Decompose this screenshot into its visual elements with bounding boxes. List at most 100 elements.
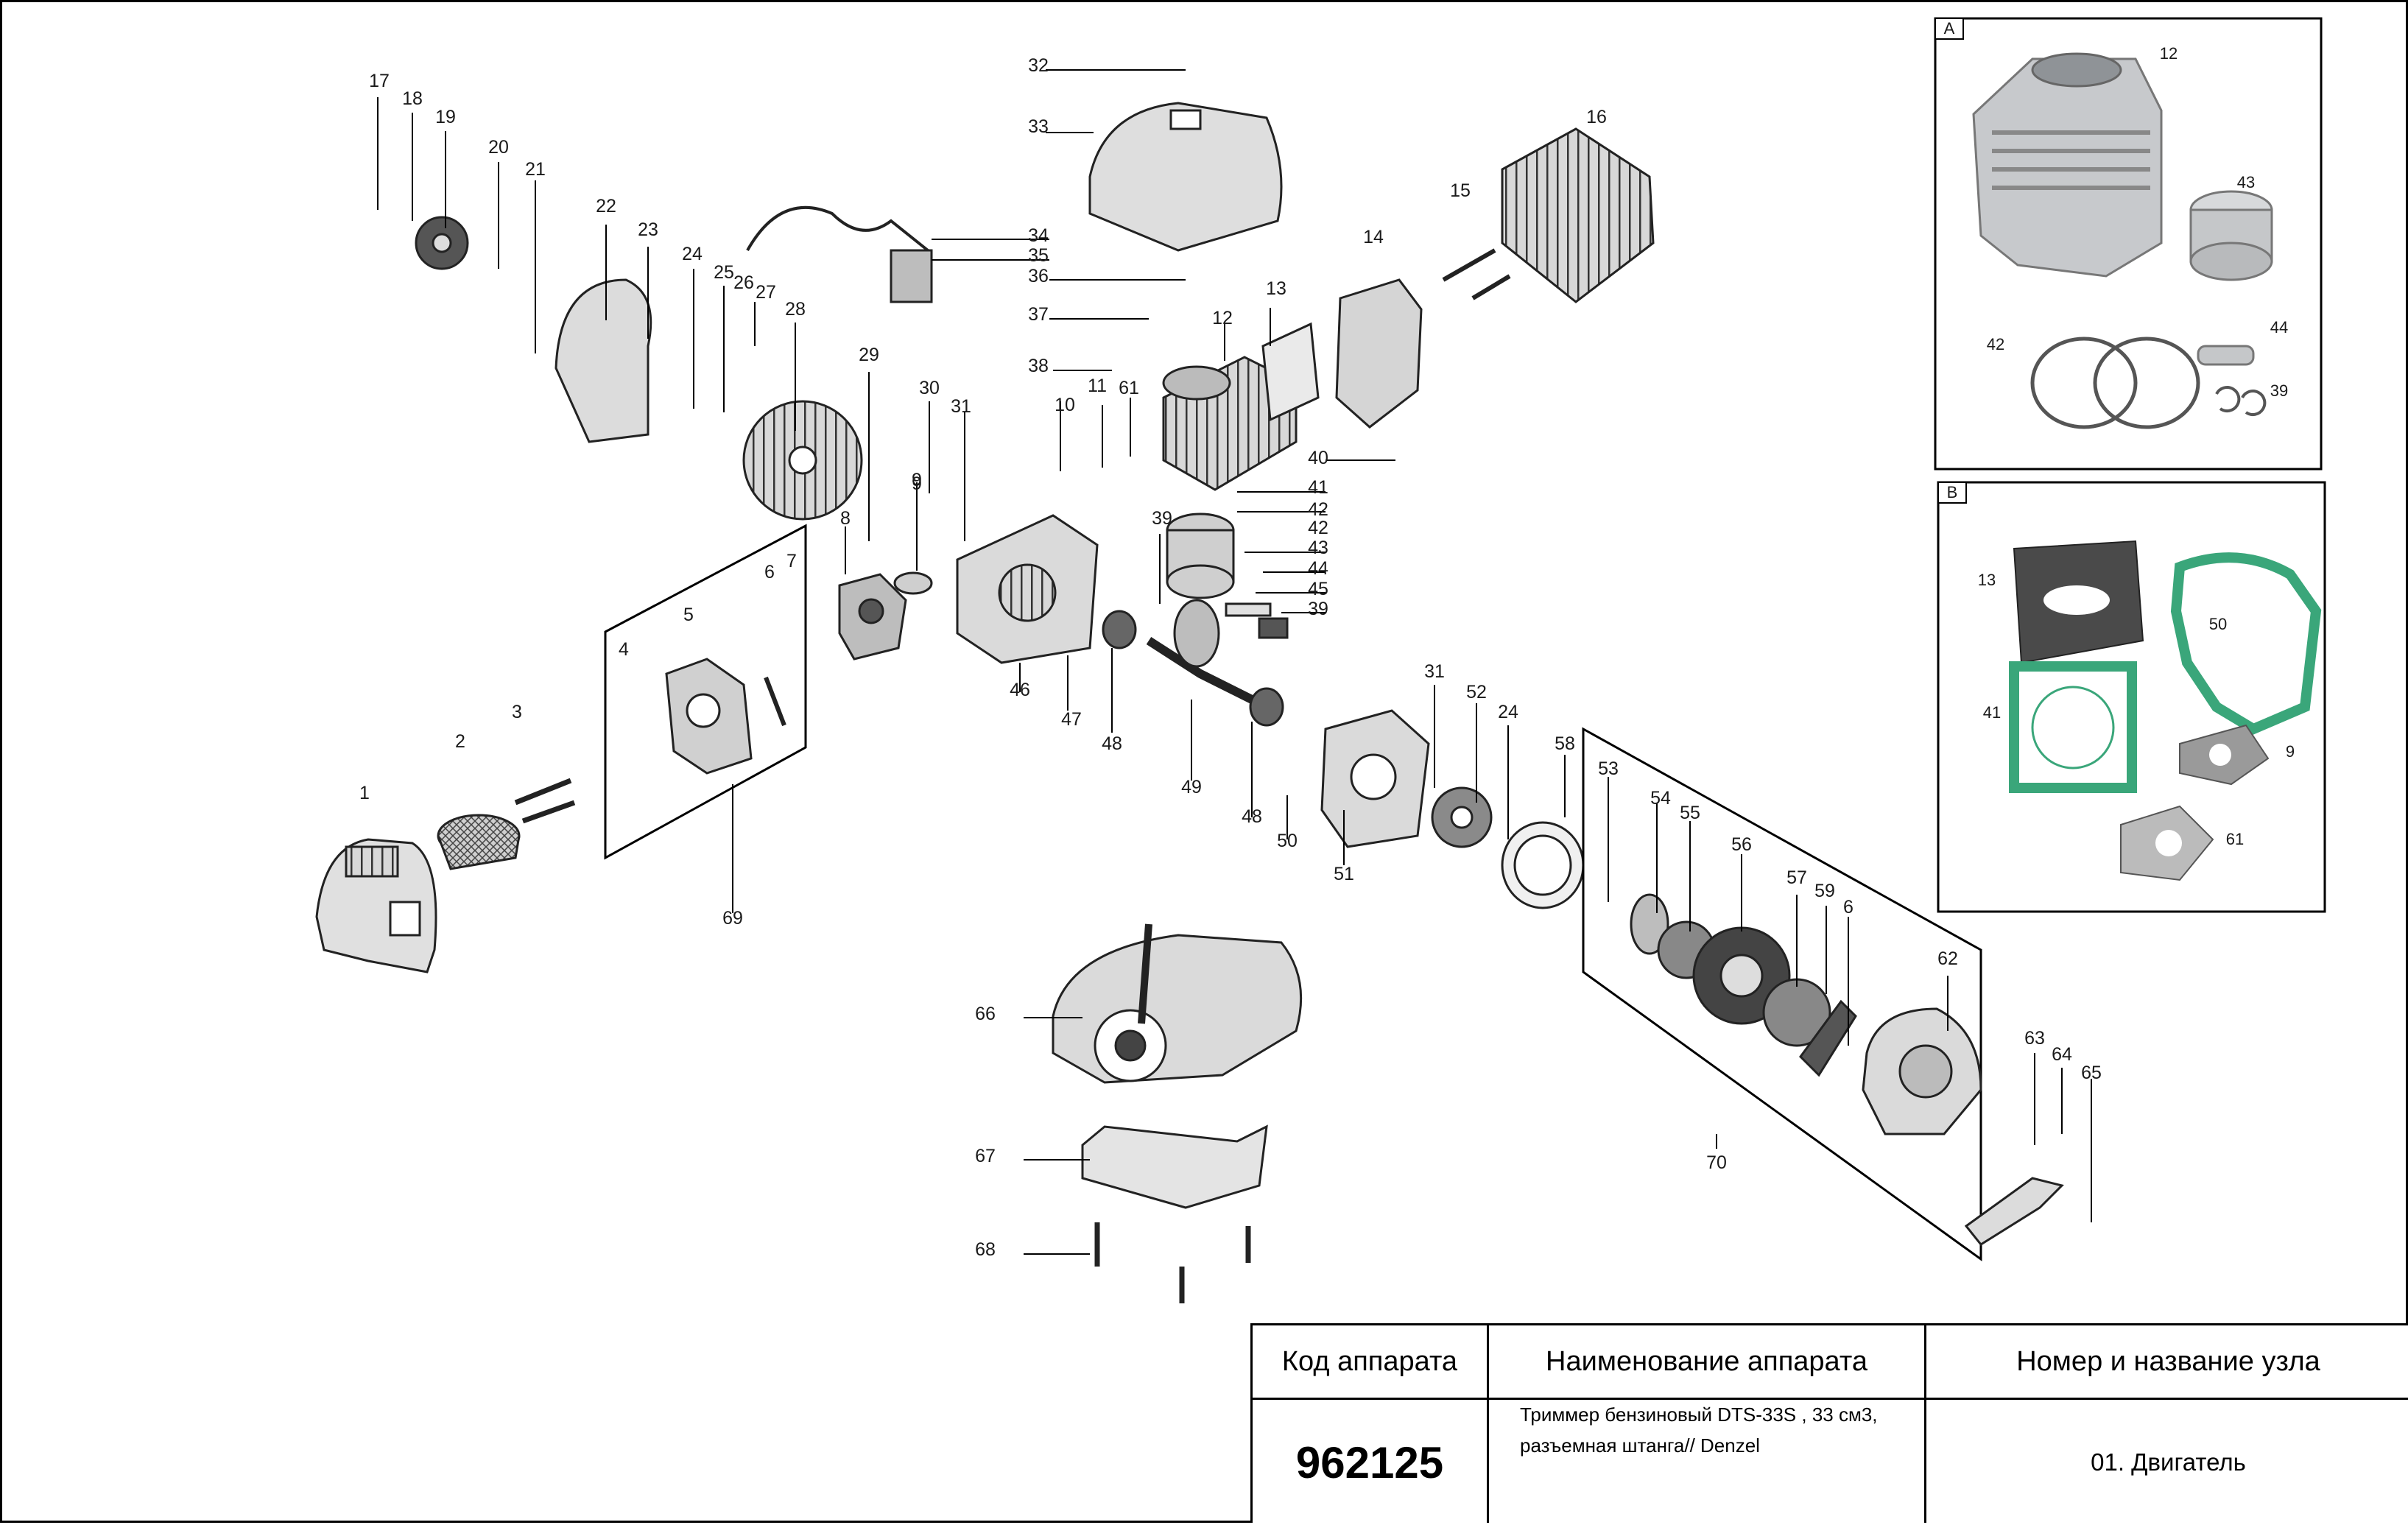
device-code-header: Код аппарата <box>1281 1345 1458 1377</box>
inset-b-gasket-50 <box>2170 552 2322 735</box>
inset-a-label-42: 42 <box>1987 335 2004 353</box>
part-label-15: 15 <box>1450 180 1471 201</box>
part-label-43: 43 <box>1308 538 1328 558</box>
part-label-24: 24 <box>682 244 703 264</box>
part-label-46: 46 <box>1010 680 1030 700</box>
part-label-37: 37 <box>1028 304 1049 325</box>
inset-a <box>1934 17 2323 471</box>
part-label-38: 38 <box>1028 356 1049 376</box>
node-header: Номер и название узла <box>2016 1345 2320 1377</box>
inset-a-label-43: 43 <box>2237 173 2255 191</box>
part-label-29: 29 <box>859 345 879 365</box>
part-label-3: 3 <box>512 702 522 722</box>
part-label-45: 45 <box>1308 579 1328 599</box>
part-label-48-repeat: 48 <box>1242 806 1262 827</box>
inset-a-tag: A <box>1944 19 1955 38</box>
inset-b-label-50: 50 <box>2209 615 2227 633</box>
part-label-8: 8 <box>840 508 851 529</box>
part-label-40: 40 <box>1308 448 1328 468</box>
part-label-42-repeat: 42 <box>1308 518 1328 538</box>
part-label-44: 44 <box>1308 558 1328 579</box>
part-label-35: 35 <box>1028 245 1049 266</box>
part-label-56: 56 <box>1731 834 1752 855</box>
title-block: Код аппарата Наименование аппарата Номер… <box>1250 1323 2408 1523</box>
part-label-16: 16 <box>1586 107 1607 127</box>
part-label-39: 39 <box>1152 508 1172 529</box>
part-label-58: 58 <box>1555 733 1575 754</box>
inset-a-label-39: 39 <box>2270 381 2288 400</box>
device-name: Триммер бензиновый DTS-33S , 33 см3, раз… <box>1489 1400 1924 1525</box>
part-label-18: 18 <box>402 88 423 109</box>
inset-b-label-41: 41 <box>1983 703 2001 722</box>
inset-b-label-13: 13 <box>1978 571 1996 589</box>
part-label-51: 51 <box>1334 864 1354 884</box>
node-name: 01. Двигатель <box>2091 1448 2246 1476</box>
inset-b-label-61: 61 <box>2226 830 2244 848</box>
device-name-line2: разъемная штанга// Denzel <box>1520 1434 1760 1457</box>
part-label-1: 1 <box>359 783 370 803</box>
part-label-31: 31 <box>951 396 971 417</box>
device-name-header: Наименование аппарата <box>1546 1345 1867 1377</box>
part-label-63: 63 <box>2024 1028 2045 1049</box>
device-code: 962125 <box>1295 1437 1444 1487</box>
part-label-41: 41 <box>1308 477 1328 498</box>
inset-b-label-9: 9 <box>2286 742 2295 761</box>
part-label-59: 59 <box>1814 881 1835 901</box>
part-label-39-repeat: 39 <box>1308 599 1328 619</box>
part-label-25: 25 <box>714 262 734 283</box>
part-label-10: 10 <box>1055 395 1075 415</box>
part-label-17: 17 <box>369 71 390 91</box>
part-label-12: 12 <box>1212 308 1233 328</box>
part-label-28: 28 <box>785 299 806 320</box>
part-label-31-repeat: 31 <box>1424 661 1445 682</box>
part-label-32: 32 <box>1028 55 1049 76</box>
part-label-26: 26 <box>733 272 754 293</box>
part-label-64: 64 <box>2052 1044 2072 1065</box>
part-label-54: 54 <box>1650 788 1671 809</box>
part-label-69: 69 <box>722 908 743 929</box>
part-label-27: 27 <box>756 282 776 303</box>
part-label-53: 53 <box>1598 758 1619 779</box>
part-label-11: 11 <box>1088 376 1107 396</box>
part-label-36: 36 <box>1028 266 1049 286</box>
part-label-23: 23 <box>638 219 658 240</box>
part-label-22: 22 <box>596 196 616 216</box>
part-label-66: 66 <box>975 1004 996 1024</box>
part-label-61: 61 <box>1119 378 1139 398</box>
part-label-47: 47 <box>1061 709 1082 730</box>
part-label-42: 42 <box>1308 499 1328 520</box>
part-label-21: 21 <box>525 159 546 180</box>
inset-a-label-44: 44 <box>2270 318 2288 337</box>
inset-b <box>1937 481 2326 913</box>
part-label-6-repeat: 6 <box>1843 897 1853 918</box>
part-label-65: 65 <box>2081 1063 2102 1083</box>
part-label-9: 9 <box>912 470 922 490</box>
device-name-line1: Триммер бензиновый DTS-33S , 33 см3, <box>1520 1404 1878 1426</box>
part-label-4: 4 <box>619 639 629 660</box>
part-label-14: 14 <box>1363 227 1384 247</box>
part-label-2: 2 <box>455 731 465 752</box>
part-label-57: 57 <box>1786 867 1807 888</box>
inset-b-tag: B <box>1947 483 1958 501</box>
part-label-68: 68 <box>975 1239 996 1260</box>
part-illustrations <box>315 102 2064 1303</box>
part-label-5: 5 <box>683 605 694 625</box>
part-label-9-repeat: 9 <box>912 473 922 494</box>
part-label-62: 62 <box>1937 948 1958 969</box>
leader-lines <box>377 69 2092 1255</box>
part-label-24-repeat: 24 <box>1498 702 1518 722</box>
part-label-20: 20 <box>488 137 509 158</box>
part-label-6: 6 <box>764 562 775 582</box>
part-label-67: 67 <box>975 1146 996 1166</box>
part-label-13: 13 <box>1266 278 1286 299</box>
part-label-7: 7 <box>786 551 797 571</box>
part-label-49: 49 <box>1181 777 1202 797</box>
part-label-52: 52 <box>1466 682 1487 702</box>
part-label-70: 70 <box>1706 1152 1727 1173</box>
part-label-34: 34 <box>1028 225 1049 246</box>
part-label-48: 48 <box>1102 733 1122 754</box>
part-number-labels: 1234567891011121314151617181920212223242… <box>359 55 2102 1260</box>
inset-b-labels: B 13 50 41 9 61 <box>1947 483 2295 848</box>
